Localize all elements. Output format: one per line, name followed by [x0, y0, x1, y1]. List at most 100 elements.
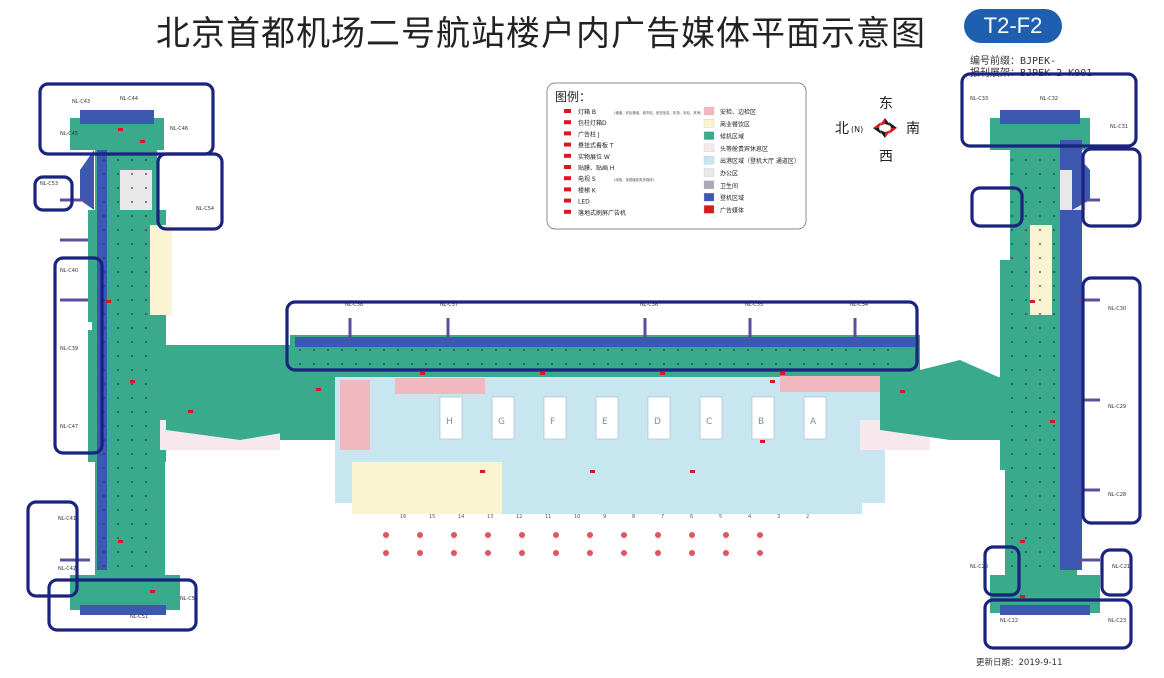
floor-dot [1011, 173, 1013, 175]
ad-marker[interactable] [770, 380, 775, 383]
media-point[interactable] [553, 532, 559, 538]
media-point[interactable] [689, 532, 695, 538]
ad-marker[interactable] [316, 388, 321, 391]
floor-dot [761, 349, 763, 351]
floor-dot [341, 349, 343, 351]
media-point[interactable] [723, 532, 729, 538]
floor-dot [131, 467, 133, 469]
ad-marker[interactable] [480, 470, 485, 473]
media-point[interactable] [417, 532, 423, 538]
ad-marker[interactable] [780, 372, 785, 375]
highlight-frame-ne-gates[interactable] [1081, 147, 1142, 228]
media-point[interactable] [485, 550, 491, 556]
media-point[interactable] [757, 550, 763, 556]
media-point[interactable] [621, 550, 627, 556]
media-point[interactable] [587, 550, 593, 556]
ad-marker[interactable] [420, 372, 425, 375]
floor-dot [887, 363, 889, 365]
checkin-island-E[interactable] [595, 396, 619, 440]
floor-dot [1025, 173, 1027, 175]
highlight-frame-sw-gate[interactable] [26, 500, 79, 598]
ad-marker[interactable] [130, 380, 135, 383]
media-point[interactable] [689, 550, 695, 556]
ad-marker[interactable] [540, 372, 545, 375]
checkin-island-F[interactable] [543, 396, 567, 440]
floor-dot [1039, 397, 1041, 399]
media-point[interactable] [383, 532, 389, 538]
highlight-frame-sw[interactable] [47, 578, 198, 632]
ad-marker[interactable] [1020, 595, 1025, 598]
gate-tag: NL-C35 [745, 302, 763, 308]
media-point[interactable] [757, 532, 763, 538]
checkin-island-D[interactable] [647, 396, 671, 440]
legend-item-label: 贴膜、贴画 H [578, 164, 614, 172]
media-point[interactable] [417, 550, 423, 556]
ad-marker[interactable] [590, 470, 595, 473]
media-point[interactable] [451, 550, 457, 556]
ad-marker[interactable] [1020, 540, 1025, 543]
media-point[interactable] [519, 550, 525, 556]
floor-dot [131, 495, 133, 497]
ad-area-highlights [26, 72, 1142, 650]
ad-marker[interactable] [150, 590, 155, 593]
ad-marker[interactable] [140, 140, 145, 143]
legend-item-label: 落地式刷屏广告机 [578, 209, 626, 217]
east-connector [880, 360, 1005, 440]
highlight-frame-ne[interactable] [960, 72, 1138, 148]
check-row-label: 10 [574, 514, 580, 520]
floor-dot [425, 349, 427, 351]
floor-dot [117, 215, 119, 217]
media-point[interactable] [723, 550, 729, 556]
checkin-island-C[interactable] [699, 396, 723, 440]
media-point[interactable] [485, 532, 491, 538]
ad-marker[interactable] [690, 470, 695, 473]
highlight-frame-west-pier[interactable] [53, 256, 104, 455]
ad-marker[interactable] [1030, 300, 1035, 303]
checkin-island-label-C: C [706, 417, 712, 427]
media-point[interactable] [655, 532, 661, 538]
ad-marker[interactable] [118, 540, 123, 543]
highlight-frame-ne-gate-single[interactable] [970, 186, 1024, 228]
legend-symbol [564, 198, 571, 203]
highlight-frame-nw-gate-single[interactable] [33, 175, 74, 212]
ad-marker[interactable] [106, 300, 111, 303]
highlight-frame-se[interactable] [983, 598, 1133, 650]
floor-dot [859, 363, 861, 365]
highlight-frame-nw-gates[interactable] [156, 152, 224, 231]
checkin-island-H[interactable] [439, 396, 463, 440]
ad-marker[interactable] [900, 390, 905, 393]
media-point[interactable] [451, 532, 457, 538]
floor-dot [1039, 299, 1041, 301]
zone-east-shops [1030, 225, 1052, 315]
floor-dot [621, 349, 623, 351]
ad-marker[interactable] [760, 440, 765, 443]
floor-dot [131, 551, 133, 553]
checkin-island-A[interactable] [803, 396, 827, 440]
media-point[interactable] [383, 550, 389, 556]
highlight-frame-nw[interactable] [38, 82, 215, 156]
ad-marker[interactable] [1050, 420, 1055, 423]
media-point[interactable] [655, 550, 661, 556]
page-title: 北京首都机场二号航站楼户内广告媒体平面示意图 [156, 14, 926, 54]
ad-marker[interactable] [188, 410, 193, 413]
check-row-label: 4 [748, 514, 751, 520]
floor-badge[interactable]: T2-F2 [964, 9, 1062, 43]
media-point[interactable] [587, 532, 593, 538]
floor-dot [1011, 425, 1013, 427]
media-point[interactable] [553, 550, 559, 556]
checkin-island-B[interactable] [751, 396, 775, 440]
floor-dot [355, 349, 357, 351]
floor-dot [1039, 467, 1041, 469]
legend-symbol [564, 131, 571, 136]
ad-marker[interactable] [660, 372, 665, 375]
ad-marker[interactable] [118, 128, 123, 131]
legend-symbol [564, 142, 571, 147]
highlight-frame-se-gate-left[interactable] [983, 545, 1021, 597]
media-point[interactable] [519, 532, 525, 538]
media-point[interactable] [621, 532, 627, 538]
highlight-frame-east-pier[interactable] [1081, 276, 1142, 525]
checkin-island-G[interactable] [491, 396, 515, 440]
highlight-frame-north-pier[interactable] [285, 300, 919, 372]
highlight-frame-se-gate-right[interactable] [1100, 548, 1133, 597]
